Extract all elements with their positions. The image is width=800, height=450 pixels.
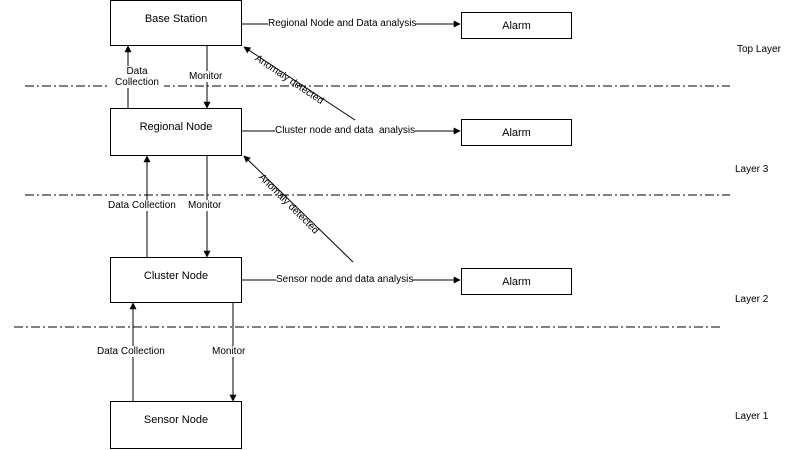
layer-label-1: Layer 1 xyxy=(735,411,769,422)
analysis-label-middle: Cluster node and data analysis xyxy=(275,125,416,136)
layer-label-3: Layer 3 xyxy=(735,164,769,175)
data-collection-label-bottom: Data Collection xyxy=(97,346,165,357)
alarm-label: Alarm xyxy=(502,19,531,32)
base-station-box: Base Station xyxy=(110,0,242,46)
alarm-label: Alarm xyxy=(502,275,531,288)
alarm-box-middle: Alarm xyxy=(461,119,572,146)
alarm-box-bottom: Alarm xyxy=(461,268,572,295)
anomaly-arrow-middle xyxy=(243,155,354,263)
alarm-label: Alarm xyxy=(502,126,531,139)
monitor-label-top: Monitor xyxy=(189,71,223,82)
data-collection-label-middle: Data Collection xyxy=(108,200,176,211)
cluster-node-label: Cluster Node xyxy=(143,270,209,282)
layer-label-top: Top Layer xyxy=(737,44,781,55)
analysis-label-top: Regional Node and Data analysis xyxy=(268,18,417,29)
regional-node-label: Regional Node xyxy=(139,121,213,133)
anomaly-arrow-top xyxy=(243,46,356,121)
data-collection-label-top: Data Collection xyxy=(110,66,164,88)
regional-node-box: Regional Node xyxy=(110,108,242,156)
analysis-label-bottom: Sensor node and data analysis xyxy=(276,274,414,285)
base-station-label: Base Station xyxy=(144,13,208,25)
alarm-box-top: Alarm xyxy=(461,12,572,39)
cluster-node-box: Cluster Node xyxy=(110,257,242,303)
monitor-label-bottom: Monitor xyxy=(212,346,246,357)
sensor-node-box: Sensor Node xyxy=(110,401,242,449)
monitor-label-middle: Monitor xyxy=(188,200,222,211)
layer-label-2: Layer 2 xyxy=(735,294,769,305)
sensor-node-label: Sensor Node xyxy=(143,414,209,426)
